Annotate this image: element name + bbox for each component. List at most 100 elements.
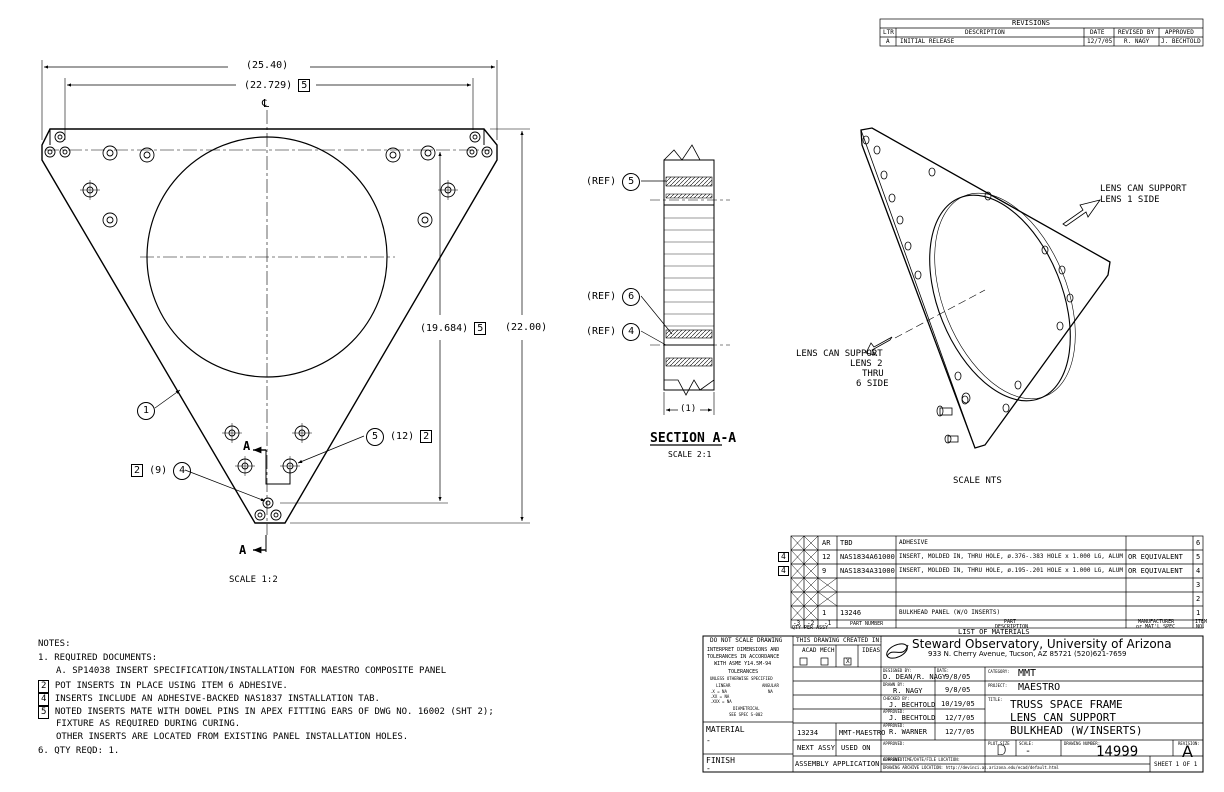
tb-scale: -	[1025, 746, 1032, 757]
tb-diam-spec: SEE SPEC S-002	[729, 712, 763, 717]
tb-tol-sub: UNLESS OTHERWISE SPECIFIED	[710, 676, 773, 681]
tb-approved4-lbl: APPROVED:	[883, 757, 905, 762]
bom-hdr-qty: QTY PER ASSY	[792, 625, 829, 631]
flag-box-5: 5	[298, 79, 311, 92]
iso-label-side1-a: LENS CAN SUPPORT	[1100, 184, 1187, 194]
tb-material-lbl: MATERIAL	[706, 725, 745, 734]
rev-hdr-approved: APPROVED	[1165, 29, 1194, 36]
tb-interp3: WITH ASME Y14.5M-94	[714, 661, 772, 667]
balloon-1: 1	[137, 400, 155, 420]
bom-item: 1	[1196, 609, 1201, 617]
note-flag-5: 5	[38, 706, 50, 719]
bom-flag: 4	[778, 566, 789, 576]
rev-desc: INITIAL RELEASE	[900, 38, 955, 45]
ref-6: (REF) 6	[586, 288, 641, 306]
tb-approved2: R. WARNER	[889, 728, 927, 736]
tb-checked-date: 10/19/05	[941, 700, 975, 708]
bom-desc: BULKHEAD PANEL (W/O INSERTS)	[899, 609, 1001, 616]
tb-category: MMT	[1018, 668, 1037, 679]
tb-org: Steward Observatory, University of Arizo…	[912, 637, 1172, 651]
tb-tol-xx: .XX = NA	[710, 694, 730, 699]
tb-ideas-mark: X	[846, 658, 850, 665]
tb-approved1: J. BECHTOLD	[889, 714, 936, 722]
rev-hdr-desc: DESCRIPTION	[965, 29, 1005, 36]
tb-checked: J. BECHTOLD	[889, 701, 936, 709]
tb-file-loc: CURRENT TIME/DATE/FILE LOCATION:	[883, 757, 961, 762]
tb-approved-lbl: APPROVED:	[883, 709, 905, 714]
rev-hdr-ltr: LTR	[883, 29, 894, 36]
tb-approved2-lbl: APPROVED:	[883, 723, 905, 728]
note-4: 5 NOTED INSERTS MATE WITH DOWEL PINS IN …	[38, 706, 494, 719]
dim-overall-width: (25.40)	[246, 60, 289, 71]
bom-part: NAS1834A61000	[840, 553, 895, 561]
rev-hdr-revised: REVISED BY	[1118, 29, 1155, 36]
note-5: OTHER INSERTS ARE LOCATED FROM EXISTING …	[56, 732, 409, 742]
iso-lens-hole	[929, 194, 1071, 402]
rev-date: 12/7/05	[1087, 38, 1113, 45]
bom-desc: ADHESIVE	[899, 539, 928, 546]
bom-hdr-desc-b: DESCRIPTION	[995, 624, 1029, 630]
tb-designed-lbl: DESIGNED BY:	[883, 668, 912, 673]
dim-thickness: (1)	[680, 404, 697, 414]
bom-flag: 4	[778, 552, 789, 562]
bom-table-lines	[790, 535, 1204, 629]
callout-qty-9: (9)	[149, 465, 168, 476]
bom-hdr-desc-a: PART	[1004, 619, 1017, 625]
dim-insert-width-value: (22.729)	[244, 80, 293, 91]
tb-rev-lbl: REVISION:	[1178, 741, 1200, 746]
section-balloon-4: 4	[622, 323, 641, 341]
tb-address: 933 N. Cherry Avenue, Tucson, AZ 85721 (…	[928, 650, 1127, 658]
tb-ideas: IDEAS	[862, 647, 881, 654]
bom-hdr-d2: -2	[807, 620, 815, 627]
ref-5: (REF) 5	[586, 173, 641, 191]
tb-scale-lbl: SCALE:	[1019, 741, 1034, 746]
tb-dnsd: DO NOT SCALE DRAWING	[710, 637, 783, 644]
revision-table-lines	[879, 18, 1204, 47]
section-scale: SCALE 2:1	[668, 450, 712, 459]
tb-diam: DIAMETRICAL	[733, 706, 760, 711]
tb-plot-size-lbl: PLOT SIZE	[988, 741, 1010, 746]
callout-5-12-2: 5 (12) 2	[366, 428, 433, 446]
note-flag-4: 4	[38, 693, 50, 706]
tb-project: MAESTRO	[1018, 682, 1061, 693]
balloon-4: 4	[173, 462, 192, 480]
section-view	[640, 144, 730, 446]
bom-hdr-part: PART NUMBER	[850, 621, 884, 627]
balloon-5: 5	[366, 428, 384, 446]
bom-item: 3	[1196, 581, 1201, 589]
note-4b: FIXTURE AS REQUIRED DURING CURING.	[56, 719, 241, 729]
iso-label-side2-a: LENS CAN SUPPORT	[796, 349, 883, 359]
tb-assy-app: ASSEMBLY APPLICATION	[795, 760, 880, 768]
tb-drawn-date: 9/8/05	[945, 686, 971, 694]
bom-qty: 9	[822, 567, 827, 575]
note-1: 1. REQUIRED DOCUMENTS:	[38, 653, 158, 663]
iso-panel-outline	[860, 127, 1111, 449]
tb-designed-date-lbl: DATE:	[937, 668, 950, 673]
tb-interp1: INTERPRET DIMENSIONS AND	[707, 647, 780, 653]
tb-project-lbl: PROJECT:	[988, 683, 1008, 688]
tb-used-on: USED ON	[841, 744, 871, 752]
tb-next-assy: NEXT ASSY	[797, 744, 835, 752]
bom-mfr: OR EQUIVALENT	[1128, 567, 1183, 575]
front-view-scale: SCALE 1:2	[229, 575, 278, 585]
rev-ltr: A	[886, 38, 890, 45]
tb-tol-title: TOLERANCES	[728, 669, 759, 675]
bom-hdr-mfr-b: or MAT'L SPEC	[1136, 624, 1176, 630]
tb-title-1: TRUSS SPACE FRAME	[1010, 698, 1123, 711]
tb-designed: D. DEAN/R. NAGY	[883, 673, 947, 681]
tb-tol-linear: LINEAR	[716, 683, 731, 688]
bom-part: NAS1834A31000	[840, 567, 895, 575]
ref-4: (REF) 4	[586, 323, 641, 341]
bom-qty: 12	[822, 553, 831, 561]
tb-finish-lbl: FINISH	[706, 756, 735, 765]
tb-dwg-no: 14999	[1096, 744, 1139, 760]
tb-mech: MECH	[820, 647, 835, 654]
tb-rev: A	[1182, 742, 1193, 761]
revisions-title: REVISIONS	[1012, 19, 1050, 27]
bom-mfr: OR EQUIVALENT	[1128, 553, 1183, 561]
tb-material: -	[706, 736, 711, 745]
iso-label-side2-d: 6 SIDE	[856, 379, 889, 389]
dim-insert-width: (22.729) 5	[244, 79, 311, 92]
flag-box-2: 2	[420, 430, 433, 443]
